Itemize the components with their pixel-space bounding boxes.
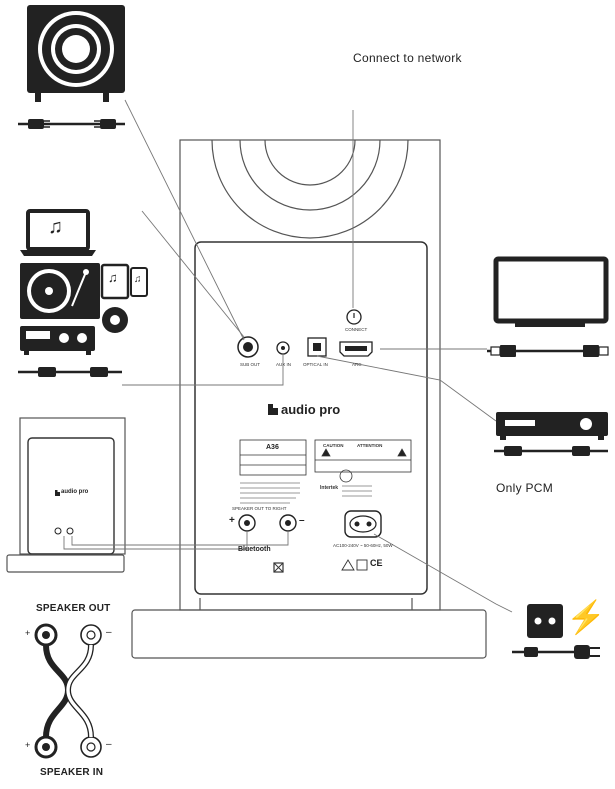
stand-base (131, 609, 487, 659)
callout-speaker-in: SPEAKER IN (40, 767, 104, 778)
bolt-icon: ⚡ (566, 599, 606, 635)
secondary-brand-mark (55, 490, 60, 496)
secondary-brand: audio pro (61, 489, 89, 495)
main-speaker (179, 139, 441, 611)
intertek-label: Intertek (320, 485, 339, 491)
attention-label: ATTENTION (357, 443, 383, 448)
phone-icon (130, 267, 148, 297)
port-label-optical-in: OPTICAL IN (303, 362, 328, 367)
secondary-terminals (54, 527, 74, 535)
turntable-icon (20, 263, 100, 319)
port-optical-in (307, 337, 327, 357)
line-source-to-sub (141, 210, 245, 338)
terminal-minus (279, 514, 297, 532)
woofer-cone (264, 139, 356, 186)
optical-cable-icon (494, 446, 608, 456)
callout-speaker-out: SPEAKER OUT (36, 603, 111, 614)
wire-black (43, 644, 72, 738)
port-sub-out (237, 336, 259, 358)
port-label-aux-in: AUX IN (276, 362, 292, 367)
warning-label-box (314, 439, 412, 473)
panel-plus-sign: + (229, 515, 235, 526)
phone-music-icon: ♫ (134, 274, 142, 285)
line-speaker-minus (71, 531, 289, 546)
in-plus-sign: + (25, 740, 31, 750)
out-minus-terminal (80, 624, 102, 646)
port-label-connect: CONNECT (345, 327, 368, 332)
tablet-icon (100, 263, 130, 300)
out-minus-sign: – (106, 627, 112, 638)
panel-minus-sign: – (299, 515, 305, 526)
out-plus-terminal (34, 623, 58, 647)
model-label-box (239, 439, 307, 476)
in-minus-terminal (80, 736, 102, 758)
speaker-out-to-right-label: SPEAKER OUT TO RIGHT (232, 506, 287, 511)
receiver-icon (496, 412, 608, 440)
amplifier-icon (20, 326, 95, 355)
port-label-sub-out: SUB OUT (240, 362, 261, 367)
caution-label: CAUTION (323, 443, 344, 448)
line-sub-out (124, 99, 245, 341)
bluetooth-label: Bluetooth (238, 546, 271, 553)
callout-pcm: Only PCM (496, 481, 554, 495)
laptop-icon (20, 209, 96, 256)
line-power (373, 533, 513, 613)
in-plus-terminal (34, 735, 58, 759)
line-aux-in (122, 355, 284, 386)
connection-lines (63, 99, 513, 613)
line-speaker-plus (63, 531, 248, 550)
ce-mark: CE (370, 558, 383, 568)
secondary-speaker (6, 417, 126, 573)
callout-network: Connect to network (353, 51, 462, 65)
in-minus-sign: – (106, 739, 112, 750)
terminal-plus (238, 514, 256, 532)
power-cable-icon (512, 645, 600, 659)
secondary-speaker-stand (6, 554, 125, 573)
rear-panel (194, 241, 428, 595)
power-socket (344, 510, 382, 538)
tv-icon (493, 256, 609, 327)
wire-white (66, 644, 93, 738)
woofer-ring-outer (211, 139, 409, 239)
brand-logo-mark (268, 404, 278, 415)
power-rating-label: AC100-240V ~ 50-60Hz, 50W (333, 543, 393, 548)
woofer-ring-inner (239, 139, 381, 211)
port-aux-in (276, 341, 290, 355)
out-plus-sign: + (25, 628, 31, 638)
port-hdmi-arc (339, 341, 373, 357)
panel-brand: audio pro (281, 402, 341, 417)
hdmi-cable-icon (487, 345, 609, 357)
rating-label (239, 439, 412, 504)
line-optical (316, 355, 497, 422)
chromecast-icon (102, 307, 128, 333)
tablet-music-icon: ♫ (108, 270, 118, 285)
connect-button (346, 309, 362, 325)
speaker-cable-diagram (34, 623, 102, 759)
model-label: A36 (266, 444, 279, 451)
port-label-arc: ARC (352, 362, 362, 367)
subwoofer-icon (27, 5, 125, 102)
speaker-stand (131, 598, 487, 659)
secondary-speaker-panel (27, 437, 115, 555)
wall-outlet-icon (527, 604, 563, 638)
compliance-marks (273, 559, 368, 573)
music-note-icon: ♫ (48, 216, 63, 238)
aux-cable-icon (18, 367, 122, 377)
sub-cable-icon (18, 119, 125, 129)
